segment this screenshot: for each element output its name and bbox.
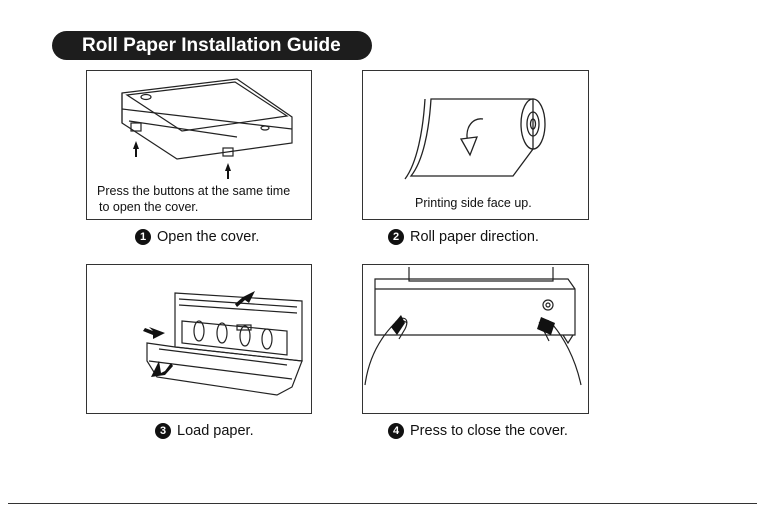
arrow-up-icon — [225, 163, 231, 179]
panel-load-paper — [86, 264, 312, 414]
panel-paper-direction: Printing side face up. — [362, 70, 589, 220]
instruction-text: Printing side face up. — [415, 195, 532, 211]
step-number: 4 — [388, 423, 404, 439]
step-number: 3 — [155, 423, 171, 439]
page-title: Roll Paper Installation Guide — [52, 31, 372, 60]
arrow-up-icon — [133, 141, 139, 157]
step-4-label: 4 Press to close the cover. — [388, 423, 568, 439]
arrow-icon — [143, 327, 165, 339]
press-arrow-icon — [537, 317, 555, 335]
footer-divider — [8, 503, 757, 504]
arrow-icon — [235, 291, 255, 307]
panel-open-cover: Press the buttons at the same time to op… — [86, 70, 312, 220]
step-text: Roll paper direction. — [410, 229, 539, 245]
hands-closing-cover-illustration — [363, 265, 589, 414]
step-number: 2 — [388, 229, 404, 245]
step-text: Load paper. — [177, 423, 254, 439]
instruction-text: to open the cover. — [99, 199, 198, 215]
instruction-text: Press the buttons at the same time — [97, 183, 290, 199]
step-number: 1 — [135, 229, 151, 245]
panel-close-cover — [362, 264, 589, 414]
step-3-label: 3 Load paper. — [155, 423, 254, 439]
step-text: Open the cover. — [157, 229, 259, 245]
printer-open-illustration — [87, 265, 312, 414]
step-text: Press to close the cover. — [410, 423, 568, 439]
step-1-label: 1 Open the cover. — [135, 229, 259, 245]
step-2-label: 2 Roll paper direction. — [388, 229, 539, 245]
